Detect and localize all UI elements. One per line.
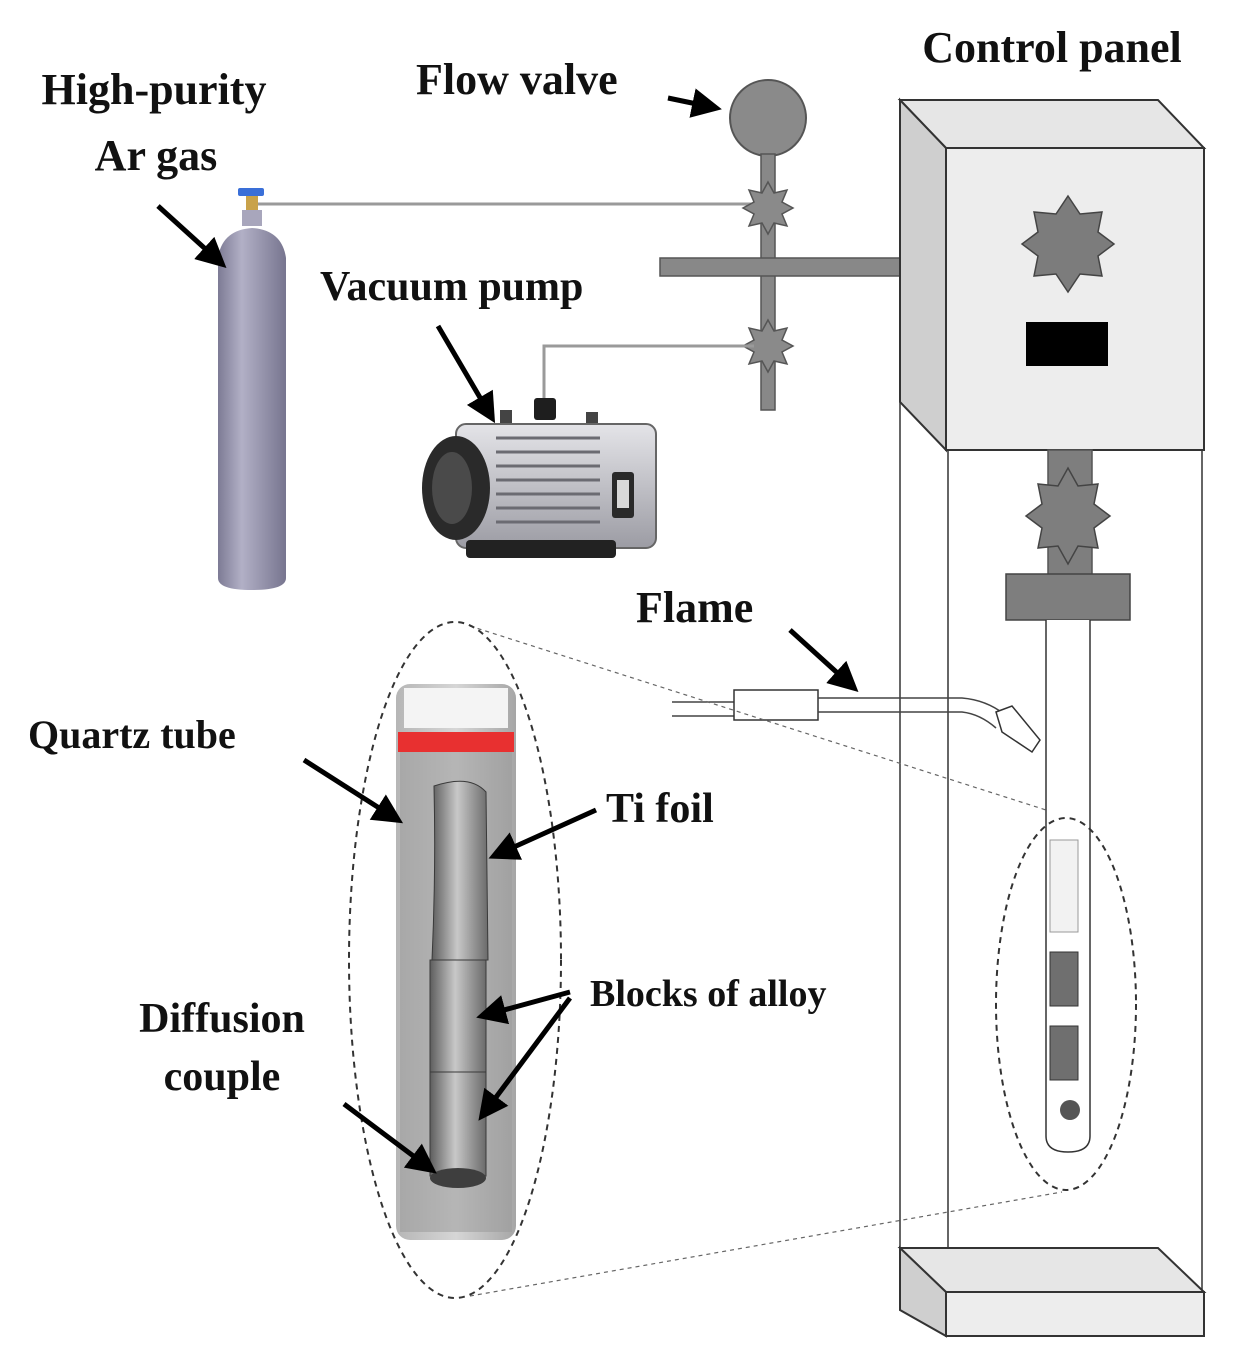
diffusion-label-line1: Diffusion — [139, 996, 305, 1042]
arrow-quartz-tube — [302, 757, 404, 824]
upper-star-valve-icon — [741, 180, 795, 236]
arrow-blocks-1 — [476, 989, 571, 1025]
arrow-diffusion — [342, 1102, 437, 1174]
sample-highlight-ellipse — [995, 817, 1137, 1191]
diffusion-label-line2: couple — [164, 1054, 281, 1100]
vacuum-pump-icon — [422, 398, 657, 558]
control-panel-box — [897, 97, 1207, 1338]
flame-label: Flame — [636, 583, 753, 632]
vacuum-pump-label: Vacuum pump — [320, 264, 583, 310]
arrow-flow-valve — [667, 88, 722, 118]
control-panel-label: Control panel — [922, 23, 1182, 72]
arrow-ti-foil — [488, 807, 598, 860]
quartz-tube-label: Quartz tube — [28, 712, 236, 757]
photo-highlight-ellipse — [348, 621, 562, 1299]
furnace-quartz-tube — [1045, 620, 1091, 1153]
tube-holder — [1005, 449, 1131, 621]
arrow-blocks-2 — [478, 996, 573, 1121]
panel-display — [1026, 322, 1108, 366]
flow-valve-icon — [659, 79, 901, 411]
arrow-flame — [788, 628, 859, 693]
ti-foil-label: Ti foil — [606, 786, 714, 832]
gas-cylinder-icon — [218, 188, 286, 590]
vacuum-line — [542, 344, 754, 404]
blocks-of-alloy-label: Blocks of alloy — [590, 973, 826, 1015]
holder-star-valve-icon — [1024, 466, 1112, 566]
torch-icon — [672, 689, 1041, 754]
arrow-gas — [156, 204, 227, 269]
lower-star-valve-icon — [741, 318, 795, 374]
arrow-vacuum-pump — [435, 324, 496, 424]
gas-label-line1: High-purity — [42, 65, 267, 114]
gas-label-line2: Ar gas — [95, 131, 218, 180]
panel-knob-icon — [1020, 194, 1116, 294]
flow-valve-label: Flow valve — [416, 55, 618, 104]
